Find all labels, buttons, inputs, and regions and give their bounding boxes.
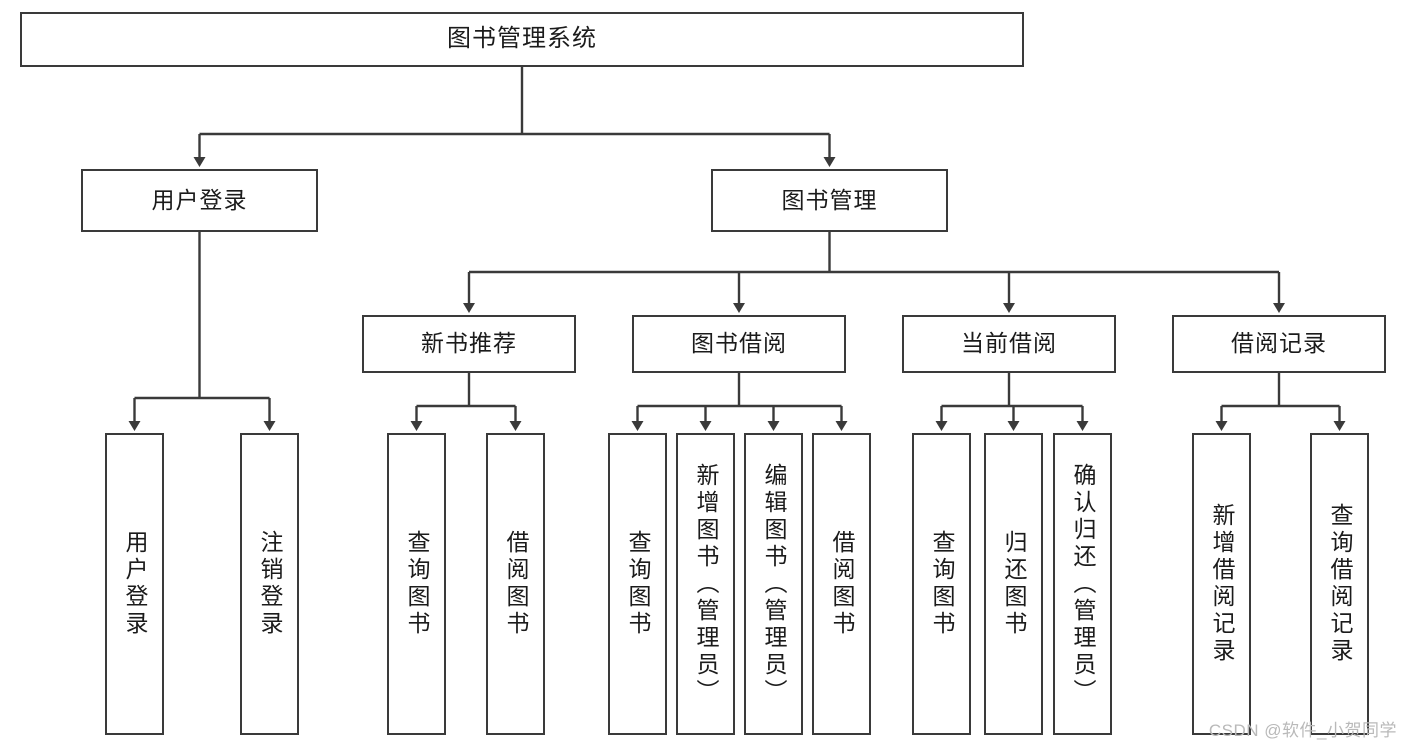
node-label: 借阅图书 — [503, 530, 529, 638]
node-confirm-return-admin[interactable]: 确认归还（管理员） — [1053, 433, 1112, 735]
node-label: 确认归还（管理员） — [1070, 462, 1096, 706]
node-return-book[interactable]: 归还图书 — [984, 433, 1043, 735]
node-query-book-current[interactable]: 查询图书 — [912, 433, 971, 735]
node-add-book-admin[interactable]: 新增图书（管理员） — [676, 433, 735, 735]
node-current-borrow[interactable]: 当前借阅 — [902, 315, 1116, 373]
node-borrow-book-borrow[interactable]: 借阅图书 — [812, 433, 871, 735]
node-query-borrow-record[interactable]: 查询借阅记录 — [1310, 433, 1369, 735]
node-label: 新增借阅记录 — [1209, 503, 1235, 665]
node-add-borrow-record[interactable]: 新增借阅记录 — [1192, 433, 1251, 735]
node-label: 查询图书 — [929, 530, 955, 638]
watermark: CSDN @软件_小贺同学 — [1208, 721, 1397, 740]
node-borrow-record[interactable]: 借阅记录 — [1172, 315, 1386, 373]
node-label: 新增图书（管理员） — [693, 462, 719, 706]
node-user-logout-leaf[interactable]: 注销登录 — [240, 433, 299, 735]
node-root[interactable]: 图书管理系统 — [20, 12, 1024, 67]
node-label: 查询借阅记录 — [1327, 503, 1353, 665]
node-label: 用户登录 — [122, 530, 148, 638]
node-book-manage[interactable]: 图书管理 — [711, 169, 948, 232]
node-user-login-leaf[interactable]: 用户登录 — [105, 433, 164, 735]
node-label: 注销登录 — [257, 530, 283, 638]
node-edit-book-admin[interactable]: 编辑图书（管理员） — [744, 433, 803, 735]
node-query-book-rec[interactable]: 查询图书 — [387, 433, 446, 735]
node-book-borrow[interactable]: 图书借阅 — [632, 315, 846, 373]
node-borrow-book-rec[interactable]: 借阅图书 — [486, 433, 545, 735]
node-label: 归还图书 — [1001, 530, 1027, 638]
node-label: 查询图书 — [625, 530, 651, 638]
node-query-book-borrow[interactable]: 查询图书 — [608, 433, 667, 735]
node-label: 编辑图书（管理员） — [761, 462, 787, 706]
node-label: 查询图书 — [404, 530, 430, 638]
node-label: 借阅图书 — [829, 530, 855, 638]
node-new-book-recommend[interactable]: 新书推荐 — [362, 315, 576, 373]
node-user-login[interactable]: 用户登录 — [81, 169, 318, 232]
